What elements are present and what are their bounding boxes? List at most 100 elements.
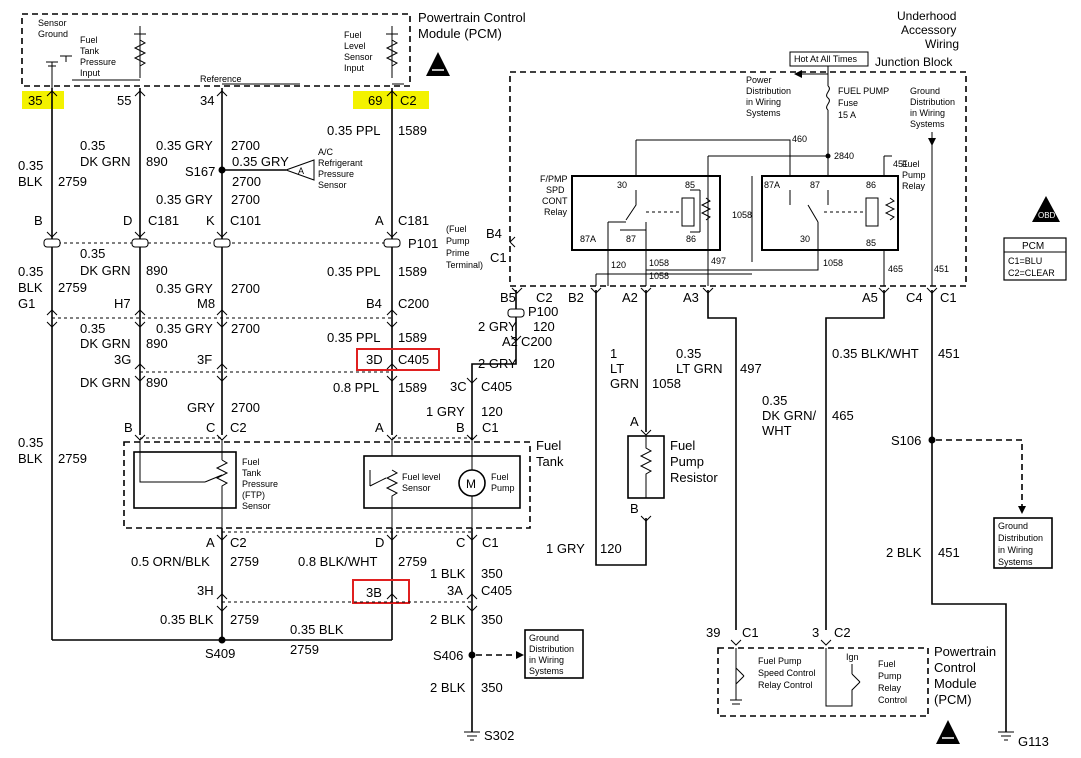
tank-pin-b2: B bbox=[456, 420, 465, 435]
left-wires bbox=[46, 88, 398, 640]
ftp-label1: Fuel bbox=[242, 457, 260, 467]
p100-connector bbox=[507, 308, 525, 318]
legend-c2: C2=CLEAR bbox=[1008, 268, 1055, 278]
w-orn-blk-circuit: 2759 bbox=[230, 554, 259, 569]
w-orn-blk: 0.5 ORN/BLK bbox=[131, 554, 210, 569]
res-pin-b: B bbox=[630, 501, 639, 516]
w2-gauge: 0.35 bbox=[80, 138, 105, 153]
pcm-b-line3: Module bbox=[934, 676, 977, 691]
reference-label: Reference bbox=[200, 74, 242, 84]
w4d-color: 0.8 PPL bbox=[333, 380, 379, 395]
tank-conn-c2: C2 bbox=[230, 420, 247, 435]
c405-pin-3f: 3F bbox=[197, 352, 212, 367]
w3c-circuit: 2700 bbox=[231, 281, 260, 296]
w4d-circuit: 1589 bbox=[398, 380, 427, 395]
pin-69-highlight bbox=[353, 91, 429, 109]
w-2blk-r-circuit: 451 bbox=[938, 545, 960, 560]
gd2-line4: Systems bbox=[998, 557, 1033, 567]
w2d-circuit: 890 bbox=[146, 375, 168, 390]
pcm-pin-3-conn: C2 bbox=[834, 625, 851, 640]
r1-30: 30 bbox=[617, 180, 627, 190]
jb-gd-line3: in Wiring bbox=[910, 108, 945, 118]
w-1blk-circuit: 350 bbox=[481, 566, 503, 581]
ftp-input-label4: Input bbox=[80, 68, 101, 78]
fpr-line2: Pump bbox=[902, 170, 926, 180]
ac-sensor-label1: A/C bbox=[318, 147, 334, 157]
w-2gry2: 2 GRY bbox=[478, 356, 517, 371]
tank-bot-conn-c1: C1 bbox=[482, 535, 499, 550]
ac-sensor-connector bbox=[284, 159, 315, 181]
w4c-circuit: 1589 bbox=[398, 330, 427, 345]
obd-label: OBD II bbox=[1038, 211, 1062, 220]
pcm-pin-3: 3 bbox=[812, 625, 819, 640]
ftp-sensor-box bbox=[133, 451, 237, 509]
w1c-gauge: 0.35 bbox=[18, 435, 43, 450]
jb-pin-a5: A5 bbox=[862, 290, 878, 305]
c200-pin-h7: H7 bbox=[114, 296, 131, 311]
gd1-line3: in Wiring bbox=[529, 655, 564, 665]
rc-line1: Fuel bbox=[878, 659, 896, 669]
r1-85: 85 bbox=[685, 180, 695, 190]
pd-line1: Power bbox=[746, 75, 772, 85]
pcm-b-line2: Control bbox=[934, 660, 976, 675]
jb-gd-line1: Ground bbox=[910, 86, 940, 96]
ac-sensor-label4: Sensor bbox=[318, 180, 347, 190]
w-ltgrn2-circuit: 497 bbox=[740, 361, 762, 376]
c405-bot-conn: C405 bbox=[481, 583, 512, 598]
gd1-line1: Ground bbox=[529, 633, 559, 643]
ac-pin: A bbox=[298, 166, 304, 176]
w-dkgrn-circuit: 465 bbox=[832, 408, 854, 423]
pd-line3: in Wiring bbox=[746, 97, 781, 107]
w2c-color: DK GRN bbox=[80, 336, 131, 351]
w4c-color: 0.35 PPL bbox=[327, 330, 381, 345]
junction-block bbox=[509, 71, 967, 287]
pcm-legend-box bbox=[1003, 237, 1067, 281]
hot-label: Hot At All Times bbox=[794, 54, 858, 64]
s302-ground-icon bbox=[464, 731, 480, 741]
jb-pin-b5: B5 bbox=[500, 290, 516, 305]
ac-sensor-label3: Pressure bbox=[318, 169, 354, 179]
w2b-color: DK GRN bbox=[80, 263, 131, 278]
c405-pin-3g: 3G bbox=[114, 352, 131, 367]
w3-color: 0.35 GRY bbox=[156, 138, 213, 153]
ftp-label3: Pressure bbox=[242, 479, 278, 489]
pcm-top-module: Powertrain Control Module (PCM) Sensor G… bbox=[21, 10, 526, 90]
w1-color: BLK bbox=[18, 174, 43, 189]
fpr-line1: Fuel bbox=[902, 159, 920, 169]
spd-line3: CONT bbox=[542, 196, 568, 206]
w2b-gauge: 0.35 bbox=[80, 246, 105, 261]
hot-at-all-times-box bbox=[789, 51, 869, 67]
w3e-circuit: 2700 bbox=[231, 400, 260, 415]
level-input-label4: Input bbox=[344, 63, 365, 73]
w1-gauge: 0.35 bbox=[18, 158, 43, 173]
w4b-circuit: 1589 bbox=[398, 264, 427, 279]
spd-line1: F/PMP bbox=[540, 174, 568, 184]
pin-55: 55 bbox=[117, 93, 131, 108]
w-1gry-circuit: 120 bbox=[481, 404, 503, 419]
w3b-color: 0.35 GRY bbox=[156, 192, 213, 207]
r1-86: 86 bbox=[686, 234, 696, 244]
c181-conn2: C181 bbox=[398, 213, 429, 228]
w-2blk2-circuit: 350 bbox=[481, 680, 503, 695]
w2c-circuit: 890 bbox=[146, 336, 168, 351]
w1058-mid: 1058 bbox=[732, 210, 752, 220]
gd1-line4: Systems bbox=[529, 666, 564, 676]
pin-69-conn: C2 bbox=[400, 93, 417, 108]
ftp-label5: Sensor bbox=[242, 501, 271, 511]
fuse-line3: 15 A bbox=[838, 110, 856, 120]
jb-title1: Underhood bbox=[897, 9, 956, 23]
jb-pin-c2: C2 bbox=[536, 290, 553, 305]
pcm-title-line1: Powertrain Control bbox=[418, 10, 526, 25]
c405-pin-3h: 3H bbox=[197, 583, 214, 598]
r1-87a: 87A bbox=[580, 234, 596, 244]
jb-title2: Accessory bbox=[901, 23, 956, 37]
jb-pin-a3: A3 bbox=[683, 290, 699, 305]
w-035blk: 0.35 BLK bbox=[160, 612, 214, 627]
tank-bot-conn-c2: C2 bbox=[230, 535, 247, 550]
w1b-circuit: 2759 bbox=[58, 280, 87, 295]
w-ltgrn-c2: GRN bbox=[610, 376, 639, 391]
w-ltgrn2-color: LT GRN bbox=[676, 361, 722, 376]
fuel-tank-label2: Tank bbox=[536, 454, 564, 469]
ground-dist-box-2 bbox=[993, 517, 1053, 569]
w-2gry: 2 GRY bbox=[478, 319, 517, 334]
